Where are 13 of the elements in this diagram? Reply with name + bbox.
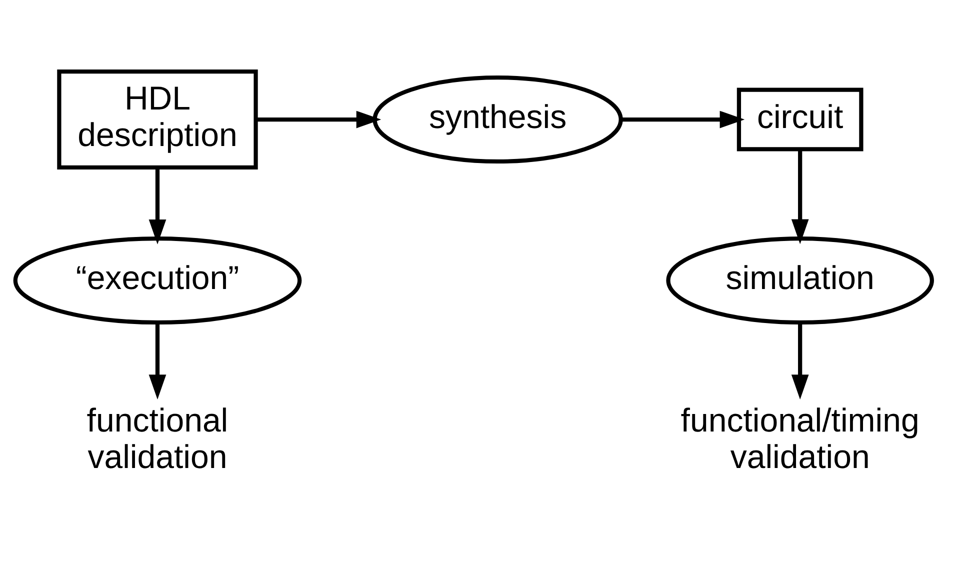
arrow: [148, 168, 166, 244]
node-ellipse: simulation: [666, 236, 934, 325]
arrow: [256, 110, 382, 128]
arrow: [148, 322, 166, 400]
arrow: [620, 110, 745, 128]
node-text: functional validation: [86, 402, 228, 475]
arrow: [791, 322, 809, 400]
node-ellipse: synthesis: [372, 75, 623, 164]
node-text: functional/timing validation: [680, 402, 920, 475]
node-box: circuit: [736, 88, 864, 152]
arrow: [791, 149, 809, 244]
node-ellipse: “execution”: [13, 236, 302, 325]
node-box: HDL description: [57, 70, 258, 170]
